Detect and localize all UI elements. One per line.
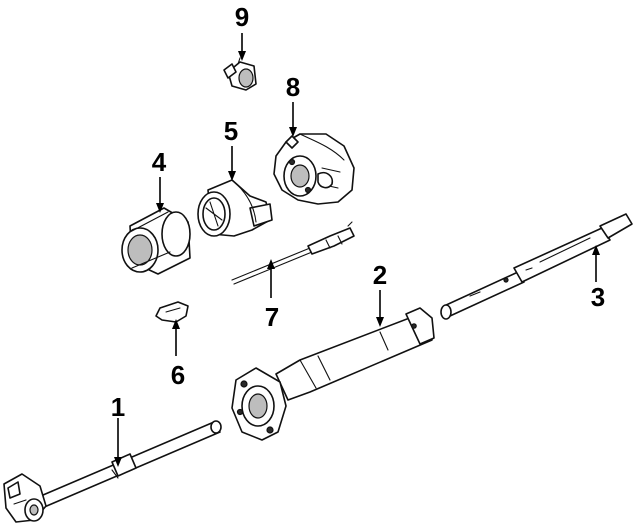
part-9-switch [223, 57, 257, 91]
callout-5: 5 [224, 116, 238, 146]
callout-7: 7 [265, 302, 279, 332]
part-6-clip [155, 301, 189, 323]
part-3-shaft [440, 213, 633, 320]
part-5-bearing-housing [197, 179, 273, 237]
callout-9: 9 [235, 2, 249, 32]
part-8-housing [273, 133, 355, 205]
part-2-column-jacket [231, 307, 435, 441]
leader-arrows [114, 33, 600, 467]
callout-3: 3 [591, 282, 605, 312]
callout-labels: 9 8 5 4 7 6 2 3 1 [111, 2, 605, 422]
part-1-lower-shaft [3, 420, 222, 523]
callout-4: 4 [152, 147, 167, 177]
part-4-sleeve [121, 207, 191, 275]
callout-2: 2 [373, 260, 387, 290]
callout-6: 6 [171, 360, 185, 390]
callout-1: 1 [111, 392, 125, 422]
callout-8: 8 [286, 72, 300, 102]
